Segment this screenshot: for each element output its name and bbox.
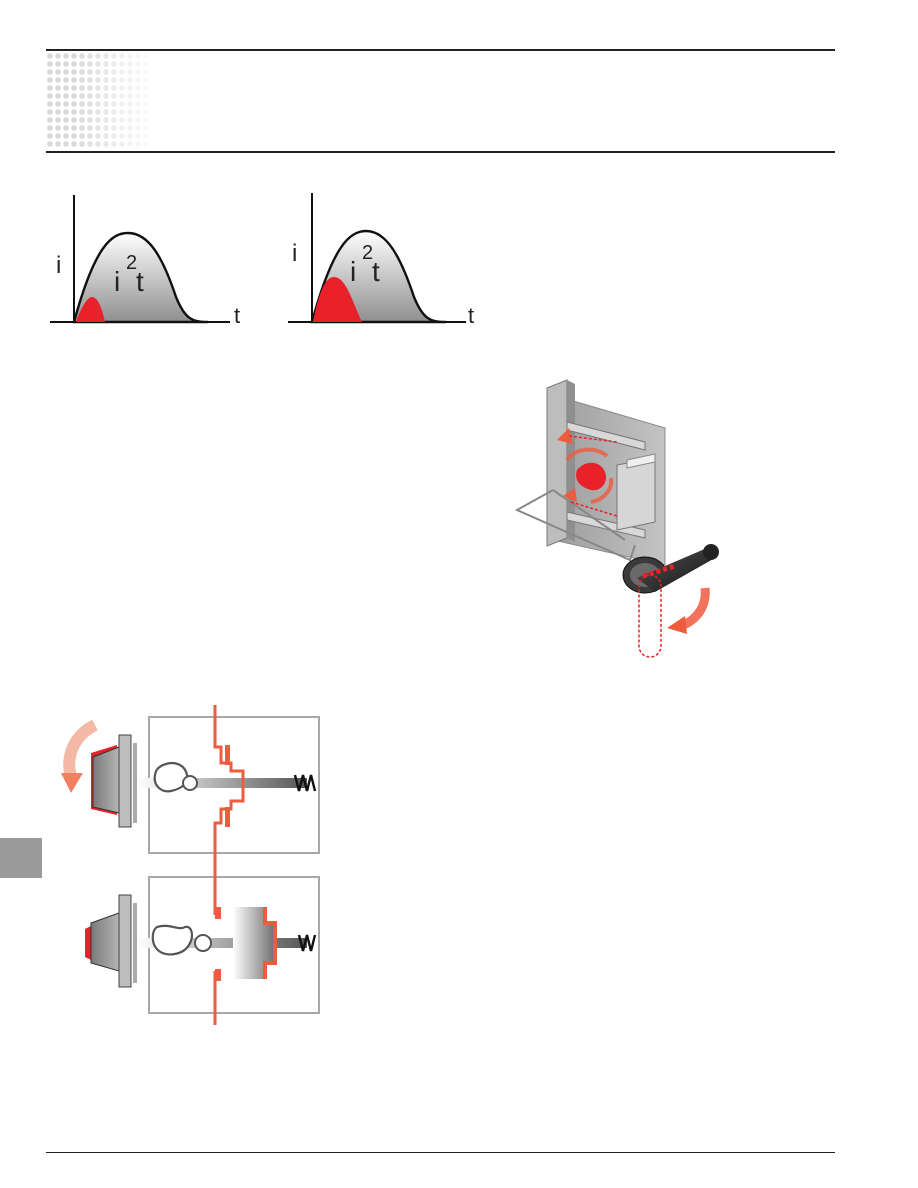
handle-mechanism-illustration	[514, 379, 719, 658]
area-label-t: t	[136, 266, 144, 297]
cam-spring-mechanism-closed	[61, 705, 320, 865]
area-label-exponent: 2	[362, 242, 373, 264]
header-dot-pattern	[46, 52, 156, 148]
x-axis-label: t	[468, 303, 474, 328]
i2t-graph-small: i t i 2 t	[50, 195, 240, 328]
header-top-rule	[46, 49, 835, 51]
section-tab	[0, 838, 42, 878]
footer-rule	[46, 1152, 835, 1153]
y-axis-label: i	[292, 240, 297, 267]
cam-spring-mechanism-open	[85, 865, 320, 1025]
i2t-area	[72, 231, 209, 324]
i2t-graph-large: i t i 2 t	[288, 193, 474, 328]
area-label-i: i	[350, 256, 356, 287]
let-through-area	[313, 277, 362, 322]
y-axis-label: i	[56, 252, 61, 279]
let-through-area	[76, 297, 105, 322]
area-label-exponent: 2	[126, 252, 137, 274]
area-label-t: t	[372, 256, 380, 287]
area-label-i: i	[114, 266, 120, 297]
x-axis-label: t	[234, 303, 240, 328]
header-bottom-rule	[46, 151, 835, 153]
